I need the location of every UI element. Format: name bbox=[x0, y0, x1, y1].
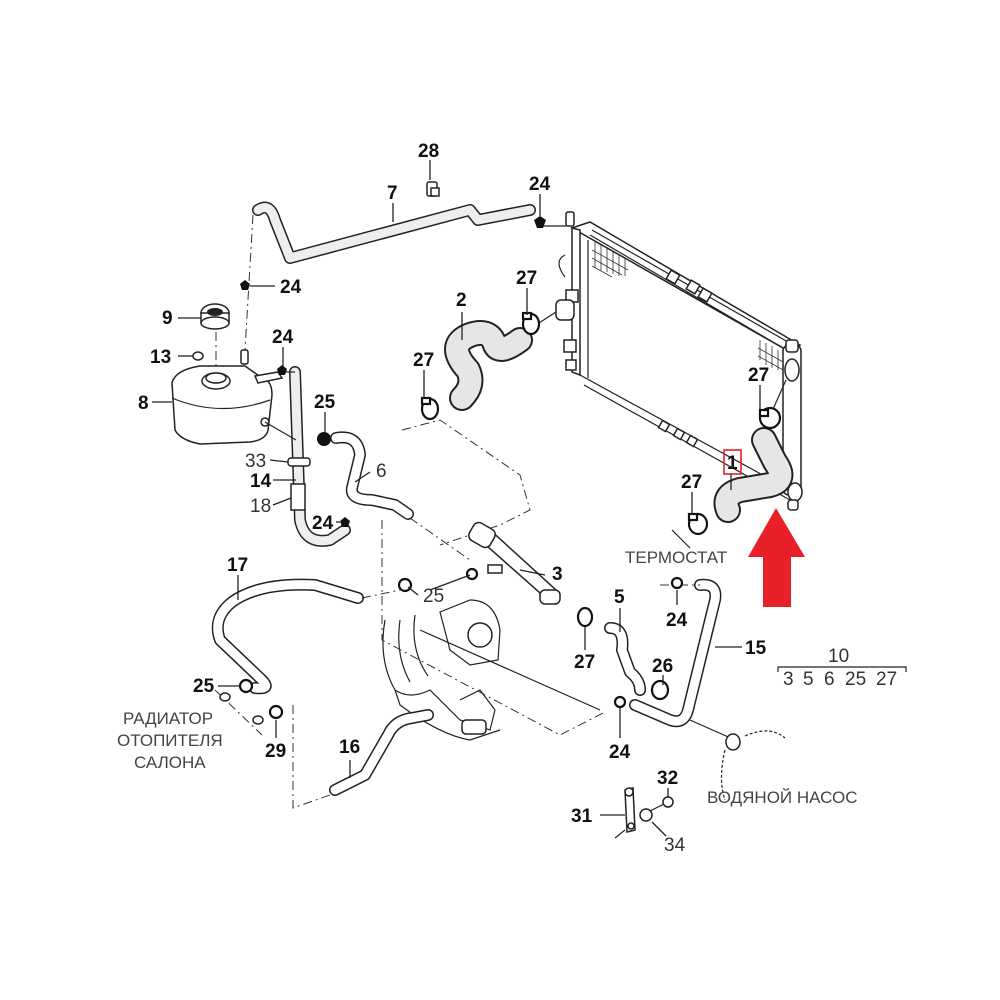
callout-31: 31 bbox=[571, 806, 593, 827]
kit-item-6: 6 bbox=[824, 669, 835, 690]
callout-33: 33 bbox=[245, 451, 266, 472]
washer-34 bbox=[639, 808, 653, 822]
label-water-pump: ВОДЯНОЙ НАСОС bbox=[707, 788, 858, 807]
callout-24-15: 24 bbox=[666, 610, 688, 631]
red-arrow-up-icon bbox=[748, 508, 805, 607]
hose-15 bbox=[629, 578, 722, 728]
plug-13 bbox=[192, 351, 204, 361]
callout-16: 16 bbox=[339, 737, 360, 758]
callout-9: 9 bbox=[162, 308, 173, 329]
clip-24-left bbox=[240, 280, 250, 290]
callout-15: 15 bbox=[745, 638, 767, 659]
clamp-27-hose1-top bbox=[758, 406, 782, 430]
kit-item-3: 3 bbox=[783, 669, 794, 690]
clamp-33 bbox=[287, 457, 311, 467]
callout-13: 13 bbox=[150, 347, 171, 368]
callout-27-pipe3: 27 bbox=[574, 652, 595, 673]
callout-5: 5 bbox=[614, 587, 625, 608]
callout-27-hose2-left: 27 bbox=[413, 350, 434, 371]
clip-28 bbox=[426, 181, 440, 197]
clamp-25-6 bbox=[317, 432, 331, 446]
pipe-3 bbox=[468, 521, 561, 605]
callout-26: 26 bbox=[652, 656, 673, 677]
bolt-32 bbox=[647, 796, 674, 813]
clamp-27-hose2-right bbox=[521, 311, 541, 336]
clip-24-15 bbox=[670, 576, 684, 590]
callout-28: 28 bbox=[418, 141, 439, 162]
clamp-27-pipe3 bbox=[576, 606, 594, 628]
clip-24-tank bbox=[277, 365, 287, 375]
callout-34: 34 bbox=[664, 835, 686, 856]
clamp-26 bbox=[650, 679, 670, 701]
label-heater-core-1: РАДИАТОР bbox=[123, 709, 213, 728]
cap-9 bbox=[200, 303, 230, 330]
callout-1: 1 bbox=[727, 453, 738, 474]
sleeve-18 bbox=[290, 483, 306, 511]
callout-14: 14 bbox=[250, 471, 272, 492]
hose-1 bbox=[713, 427, 794, 523]
callout-32: 32 bbox=[657, 768, 678, 789]
clip-24-top bbox=[534, 216, 546, 228]
radiator bbox=[555, 211, 803, 511]
label-heater-core-3: САЛОНА bbox=[134, 753, 206, 772]
hose-17 bbox=[211, 578, 364, 695]
clamp-29 bbox=[268, 704, 284, 720]
callout-24-bottom: 24 bbox=[609, 742, 631, 763]
kit-item-25: 25 bbox=[845, 669, 866, 690]
water-pump bbox=[720, 730, 786, 801]
callout-3: 3 bbox=[552, 564, 563, 585]
callout-17: 17 bbox=[227, 555, 248, 576]
callout-27-hose2-right: 27 bbox=[516, 268, 537, 289]
hose-2 bbox=[444, 320, 533, 411]
clamp-27-hose1-bottom bbox=[687, 512, 709, 536]
clamp-27-hose2-left bbox=[420, 396, 440, 421]
callout-24-top: 24 bbox=[529, 174, 551, 195]
hose-16 bbox=[329, 709, 434, 796]
callout-18: 18 bbox=[250, 496, 271, 517]
kit-10-group: 10 3 5 6 25 27 bbox=[777, 646, 907, 690]
callout-27-hose1-top: 27 bbox=[748, 365, 769, 386]
clip-24-14 bbox=[340, 517, 350, 527]
callout-2: 2 bbox=[456, 290, 467, 311]
kit-number: 10 bbox=[828, 646, 849, 667]
callout-25-top: 25 bbox=[314, 392, 336, 413]
kit-item-5: 5 bbox=[803, 669, 814, 690]
bracket-31 bbox=[614, 787, 636, 839]
hose-7 bbox=[252, 201, 536, 264]
callout-24-tank: 24 bbox=[272, 327, 294, 348]
callout-8: 8 bbox=[138, 393, 149, 414]
highlight-box-part-1 bbox=[723, 449, 742, 475]
label-thermostat: ТЕРМОСТАТ bbox=[625, 548, 727, 567]
expansion-tank bbox=[171, 349, 284, 445]
clamp-25-mid bbox=[397, 577, 413, 593]
callout-29: 29 bbox=[265, 741, 286, 762]
callout-25-17: 25 bbox=[193, 676, 215, 697]
clamp-25-pipe bbox=[465, 567, 479, 581]
hose-5 bbox=[604, 622, 646, 696]
hose-6 bbox=[330, 431, 414, 520]
engine-housing bbox=[382, 599, 501, 741]
callout-27-hose1-bottom: 27 bbox=[681, 472, 702, 493]
callout-25-mid: 25 bbox=[423, 586, 444, 607]
kit-item-27: 27 bbox=[876, 669, 897, 690]
label-heater-core-2: ОТОПИТЕЛЯ bbox=[117, 731, 223, 750]
hose-14 bbox=[289, 366, 351, 547]
callout-24-14: 24 bbox=[312, 513, 334, 534]
clip-24-bottom bbox=[613, 695, 627, 709]
callout-7: 7 bbox=[387, 183, 398, 204]
callout-24-left: 24 bbox=[280, 277, 302, 298]
clamp-25-17 bbox=[238, 678, 254, 694]
callout-6: 6 bbox=[376, 461, 387, 482]
